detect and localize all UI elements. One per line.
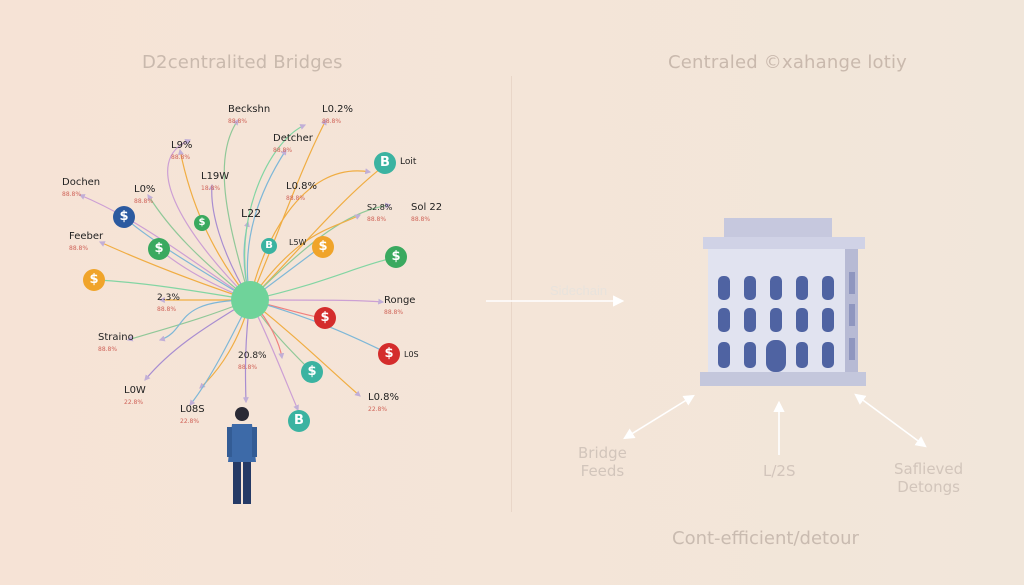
node-label: L9%88.8% [171,140,193,162]
link-lines [78,118,395,412]
link [249,256,395,301]
link [158,299,251,342]
dollar-coin-icon: $ [385,246,407,268]
node-label: 20.8%88.8% [238,351,267,371]
panel-divider [511,76,512,512]
link [94,277,251,301]
link [124,217,251,301]
link [249,118,327,301]
bridge-feeds-label: Bridge Feeds [578,444,627,480]
link [98,241,251,301]
dollar-coin-icon: $ [301,361,323,383]
link [126,299,251,342]
link [223,119,251,301]
link [249,299,361,397]
link [246,148,287,301]
link [147,193,251,301]
hub-node [231,281,269,319]
bridge-feeds-arrow [623,394,695,440]
node-label: L22 [241,207,262,220]
link [167,139,251,301]
bitcoin-coin-icon: B [288,410,310,432]
node-label: S2.8%88.8% [367,203,393,223]
node-label: L0S [404,350,419,359]
node-label: L0.8%88.8% [286,181,317,203]
dollar-coin-icon: $ [148,238,170,260]
building-icon [700,218,866,386]
node-label: L0.2%88.8% [322,104,353,126]
dollar-coin-icon: $ [194,215,210,231]
dollar-coin-icon: $ [314,307,336,329]
link [249,202,392,301]
sidechain-label: Sidechain [550,283,608,298]
dollar-coin-icon: $ [312,236,334,258]
dollar-coin-icon: $ [378,343,400,365]
node-label: L0%88.8% [134,184,156,206]
footer-note: Cont-efficient/detour [672,528,859,549]
link [249,299,387,353]
node-label: 2.3%88.8% [157,293,180,313]
link [249,298,385,305]
person-figure [227,407,257,504]
link [249,214,362,301]
node-label: L5W [289,238,307,247]
saflieved-label: Saflieved Detongs [894,460,964,496]
l2s-label: L/2S [763,462,796,480]
right-panel-title: Centraled ©xahange lotiy [668,52,908,73]
link [249,168,372,301]
dollar-coin-icon: $ [113,206,135,228]
dollar-coin-icon: $ [83,269,105,291]
left-panel-title: D2centralited Bridges [142,52,343,73]
bitcoin-coin-icon: B [261,238,277,254]
node-label: Loit [400,157,417,167]
saflieved-arrow [854,393,927,448]
node-label: L0.8%22.8% [368,392,399,414]
link [244,124,307,301]
bitcoin-coin-icon: B [374,152,396,174]
